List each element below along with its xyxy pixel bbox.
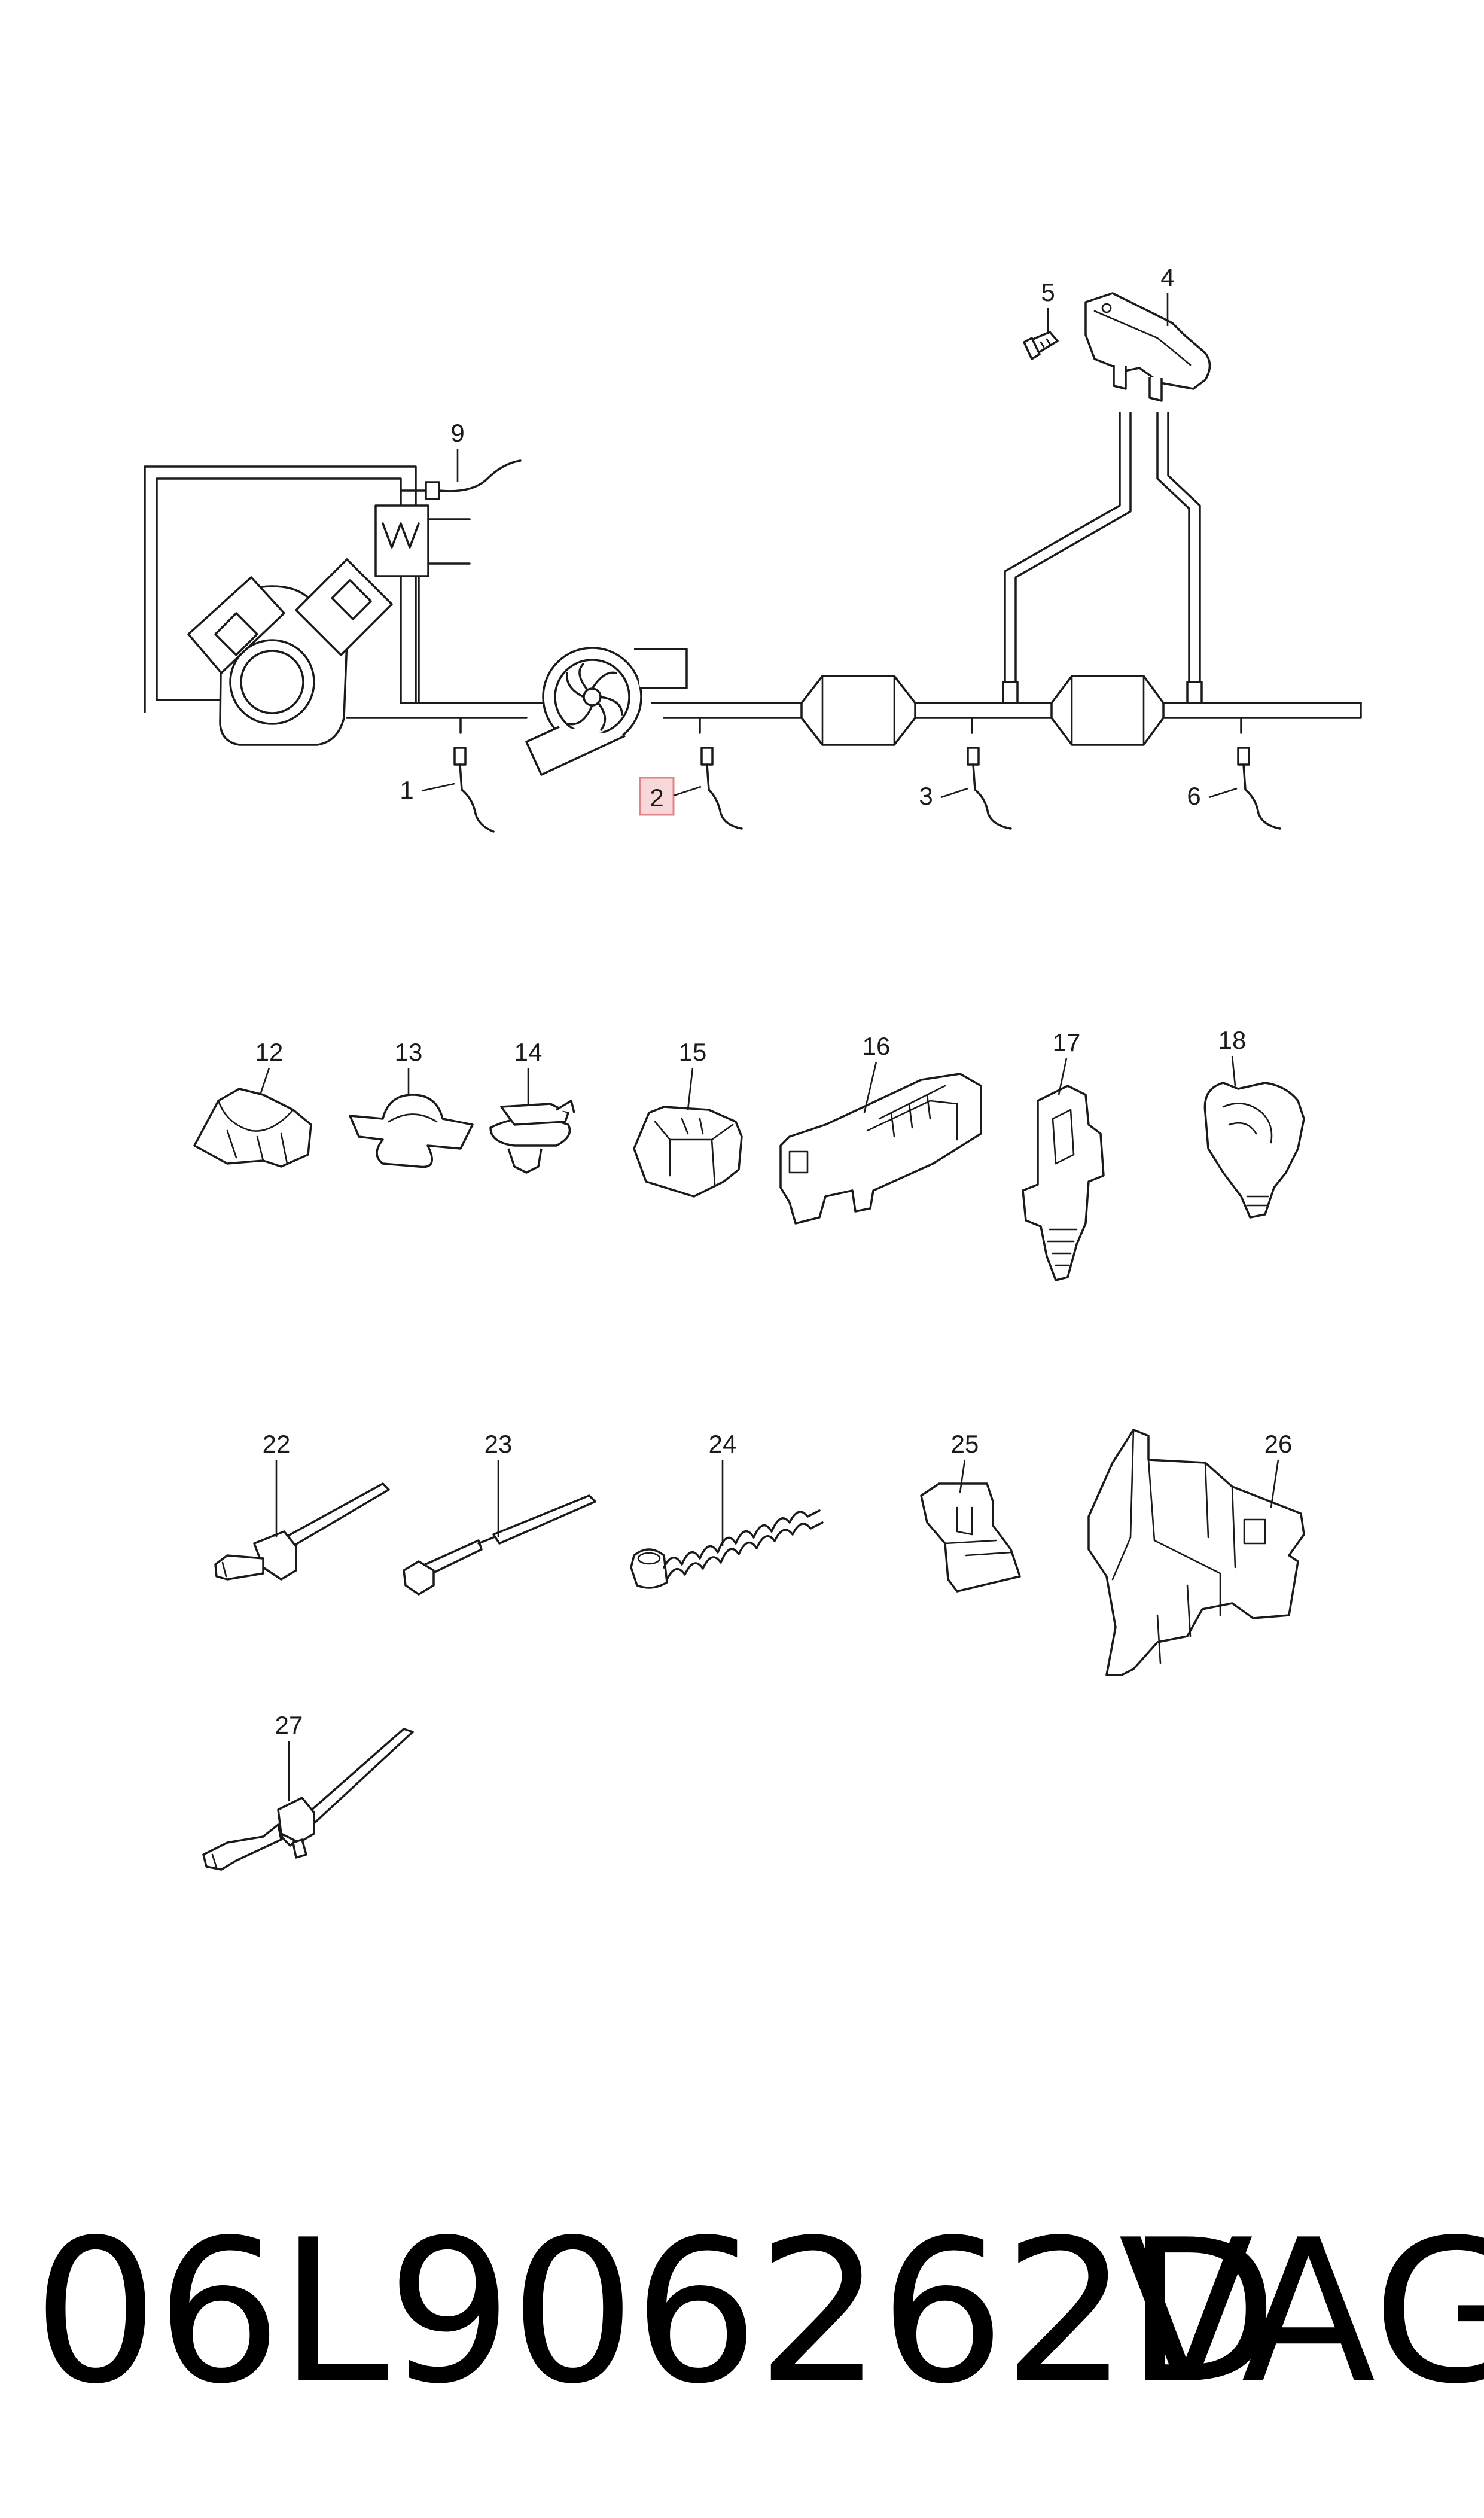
part-15-holder [633,1106,743,1198]
svg-text:13: 13 [395,1038,423,1066]
callout-23[interactable]: 23 [484,1430,513,1537]
sensor-2 [700,747,743,830]
callout-15[interactable]: 15 [679,1038,707,1110]
callout-12[interactable]: 12 [255,1038,284,1095]
callout-18[interactable]: 18 [1218,1026,1247,1086]
svg-text:24: 24 [709,1430,737,1458]
callout-25[interactable]: 25 [951,1430,979,1493]
sensor-6 [1237,747,1281,830]
callout-5[interactable]: 5 [1041,278,1055,334]
bolt-5 [1023,331,1059,360]
part-number: 06L906262D [33,2197,1278,2427]
svg-text:16: 16 [863,1032,891,1060]
turbocharger-icon [525,647,688,776]
callout-27[interactable]: 27 [275,1711,303,1801]
svg-text:27: 27 [275,1711,303,1739]
sensor-9 [425,459,522,500]
svg-text:5: 5 [1041,278,1055,306]
sensor-stubs [459,717,1242,734]
svg-text:17: 17 [1053,1028,1081,1056]
callout-24[interactable]: 24 [709,1430,737,1546]
sensor-3 [967,747,1012,830]
part-25-holder [920,1482,1021,1593]
pressure-line-right [1156,412,1201,704]
catalytic-converter-2 [1050,675,1165,746]
svg-text:23: 23 [484,1430,513,1458]
svg-text:2: 2 [650,784,663,812]
sensor-1 [453,747,495,833]
callout-6[interactable]: 6 [1187,782,1238,810]
part-17-clip [1022,1085,1105,1281]
part-24-cable-tie [630,1509,824,1589]
callouts: 1 2 3 6 9 5 4 [255,263,1293,1801]
part-22-cable-tie [214,1482,390,1581]
svg-text:18: 18 [1218,1026,1247,1054]
callout-26[interactable]: 26 [1264,1430,1293,1508]
brand-label: VAG [1119,2197,1484,2427]
svg-text:14: 14 [514,1038,543,1066]
svg-text:12: 12 [255,1038,284,1066]
pressure-line-left [1004,412,1132,704]
pressure-sensor-4 [1084,292,1211,402]
part-18-clip [1203,1082,1305,1219]
callout-3[interactable]: 3 [919,782,968,810]
part-23-cable-tie [403,1494,596,1596]
svg-text:1: 1 [400,776,413,804]
svg-text:9: 9 [450,419,464,447]
svg-text:6: 6 [1187,782,1200,810]
svg-text:22: 22 [263,1430,291,1458]
callout-1[interactable]: 1 [400,776,455,804]
part-12-clip [193,1088,312,1168]
svg-text:25: 25 [951,1430,979,1458]
part-13-clamp [349,1094,474,1168]
svg-text:3: 3 [919,782,933,810]
callout-2[interactable]: 2 [639,777,702,816]
callout-9[interactable]: 9 [450,419,465,482]
svg-text:15: 15 [679,1038,707,1066]
callout-13[interactable]: 13 [395,1038,423,1095]
part-16-holder [779,1073,982,1225]
callout-2-highlight [639,777,675,816]
exhaust-pipe-bottom [346,702,1362,719]
catalytic-converter-1 [800,675,916,746]
part-27-cable-tie [202,1728,414,1871]
callout-16[interactable]: 16 [863,1032,891,1113]
part-26-holder [1087,1429,1305,1676]
svg-text:4: 4 [1160,263,1174,291]
callout-22[interactable]: 22 [263,1430,291,1537]
v-engine-icon [187,558,393,746]
callout-4[interactable]: 4 [1160,263,1175,326]
callout-14[interactable]: 14 [514,1038,543,1106]
egr-cooler-icon [374,489,471,704]
part-14-clip [489,1100,575,1174]
exhaust-schematic [144,292,1362,833]
svg-text:26: 26 [1264,1430,1293,1458]
callout-17[interactable]: 17 [1053,1028,1081,1095]
